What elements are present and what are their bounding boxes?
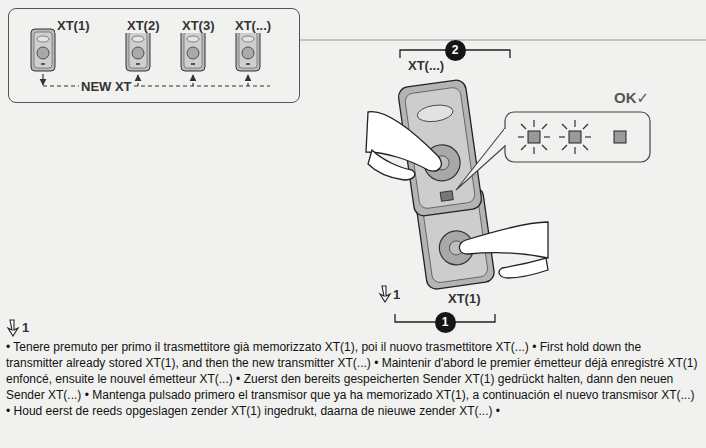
arrow	[137, 75, 138, 86]
remote-label: NEW XT	[79, 79, 134, 94]
step-number: 1	[393, 287, 400, 302]
arrow	[192, 75, 193, 86]
hands	[366, 112, 548, 278]
hand	[499, 258, 548, 278]
remote-icon	[181, 29, 205, 71]
group-panel: XT(1) XT(2) XT(3) XT(...) NEW XT	[8, 8, 300, 103]
bracket	[395, 50, 510, 322]
hand	[459, 222, 548, 258]
callout-number: 1	[435, 312, 456, 333]
remote-icon	[236, 29, 260, 71]
remote-label: XT(3)	[180, 18, 217, 33]
arrow	[247, 75, 248, 86]
finger-icon	[380, 286, 390, 302]
remote-icon	[126, 29, 150, 71]
remote-label: XT(2)	[125, 18, 162, 33]
step-number: 1	[22, 320, 29, 335]
copy-arrows	[43, 74, 270, 86]
transmitter-label: XT(...)	[408, 58, 444, 73]
remote-icon	[31, 29, 55, 71]
callout-text: 1	[442, 316, 449, 329]
led-bubble	[456, 112, 650, 190]
callout-number: 2	[445, 40, 466, 61]
instruction-text: • Tenere premuto per primo il trasmettit…	[6, 339, 700, 419]
transmitter-label: XT(1)	[448, 291, 481, 306]
small-remotes	[31, 29, 260, 71]
callout-text: 2	[452, 44, 459, 57]
arrow	[42, 74, 43, 85]
remote-label: XT(...)	[233, 18, 273, 33]
remote-label: XT(1)	[55, 18, 92, 33]
hand	[368, 150, 415, 180]
press-icon	[8, 286, 390, 336]
ok-label: OK✓	[614, 89, 649, 106]
dashed-line	[43, 85, 270, 86]
frame-line	[300, 40, 706, 41]
finger-icon	[8, 320, 18, 336]
